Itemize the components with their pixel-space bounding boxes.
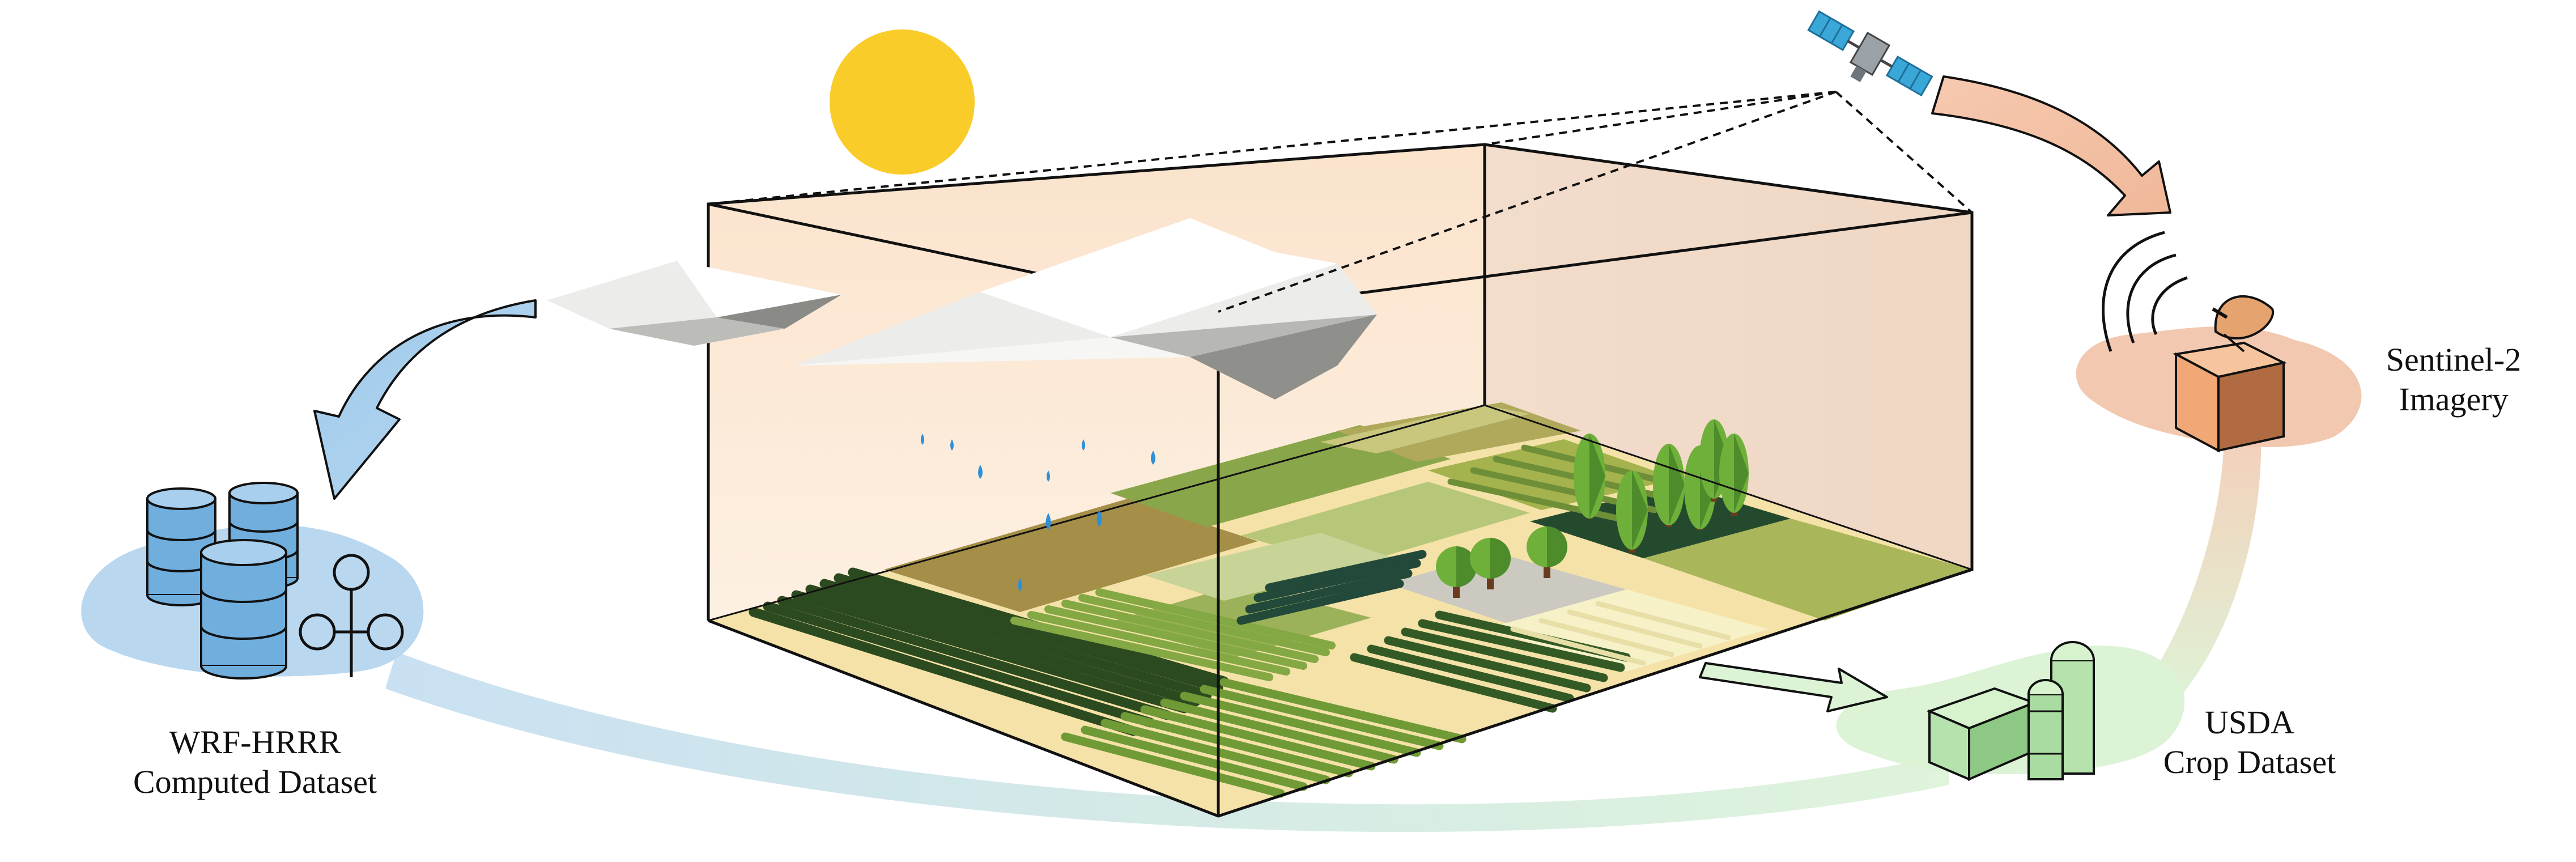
field-patch-tan-top: [1320, 405, 1530, 453]
sentinel-label: Sentinel-2 Imagery: [2340, 340, 2567, 419]
rain-drop-icon: [1151, 451, 1155, 465]
wrf-label-line2: Computed Dataset: [133, 763, 377, 800]
crop-rows-lime-bottom: [1061, 678, 1466, 798]
silo-icon: [1926, 641, 2095, 782]
rain-drop-icon: [1082, 439, 1085, 451]
satellite-dish-icon: [2101, 231, 2287, 453]
usda-label-line2: Crop Dataset: [2163, 744, 2336, 780]
usda-label: USDA Crop Dataset: [2142, 703, 2357, 782]
arrow-icon: [1931, 75, 2171, 216]
tree-icon: [1574, 434, 1605, 519]
satellite-view-lines: [708, 91, 1973, 313]
rain-drop-icon: [1096, 510, 1102, 527]
sentinel-label-line2: Imagery: [2399, 381, 2509, 418]
rain-drop-icon: [1018, 578, 1022, 592]
sentinel-label-line1: Sentinel-2: [2386, 341, 2522, 378]
field-patch-cream: [1485, 589, 1768, 672]
arrow-icon: [313, 299, 537, 500]
crop-rows: [749, 444, 1731, 798]
wrf-label-line1: WRF-HRRR: [169, 724, 341, 761]
flow-band-bottom: [385, 652, 1949, 833]
tree-icon: [1436, 546, 1477, 598]
satellite-icon: [1807, 10, 1933, 97]
rain-drop-icon: [1047, 470, 1050, 482]
cloud-icon: [793, 218, 1377, 400]
flow-band-right: [2136, 431, 2262, 708]
tree-icon: [1470, 538, 1511, 589]
field-patch-olive: [884, 499, 1258, 612]
cloud-icon: [547, 261, 841, 346]
crop-rows-cream: [1510, 601, 1731, 666]
box-right-face: [1485, 145, 1972, 570]
rain-drop-icon: [921, 434, 924, 445]
field-patch-paledark: [1145, 533, 1394, 601]
rain-drop-icon: [950, 439, 954, 451]
rain-drop-icon: [978, 465, 983, 479]
data-flow-bands: [385, 431, 2262, 833]
tree-icon: [1616, 470, 1648, 553]
arrow-icon: [1699, 662, 1888, 712]
rain-drops: [921, 434, 1155, 592]
tree-icon: [1527, 526, 1567, 578]
tree-icon: [1719, 434, 1749, 516]
rain-drop-icon: [1045, 513, 1051, 530]
database-icon: [200, 539, 287, 680]
crop-rows-light-middle: [1010, 588, 1336, 681]
crop-rows-teal: [1236, 550, 1427, 625]
usda-label-line1: USDA: [2205, 704, 2294, 741]
wrf-hrrr-label: WRF-HRRR Computed Dataset: [96, 723, 414, 802]
sun-icon: [830, 29, 975, 175]
network-icon: [299, 554, 404, 677]
